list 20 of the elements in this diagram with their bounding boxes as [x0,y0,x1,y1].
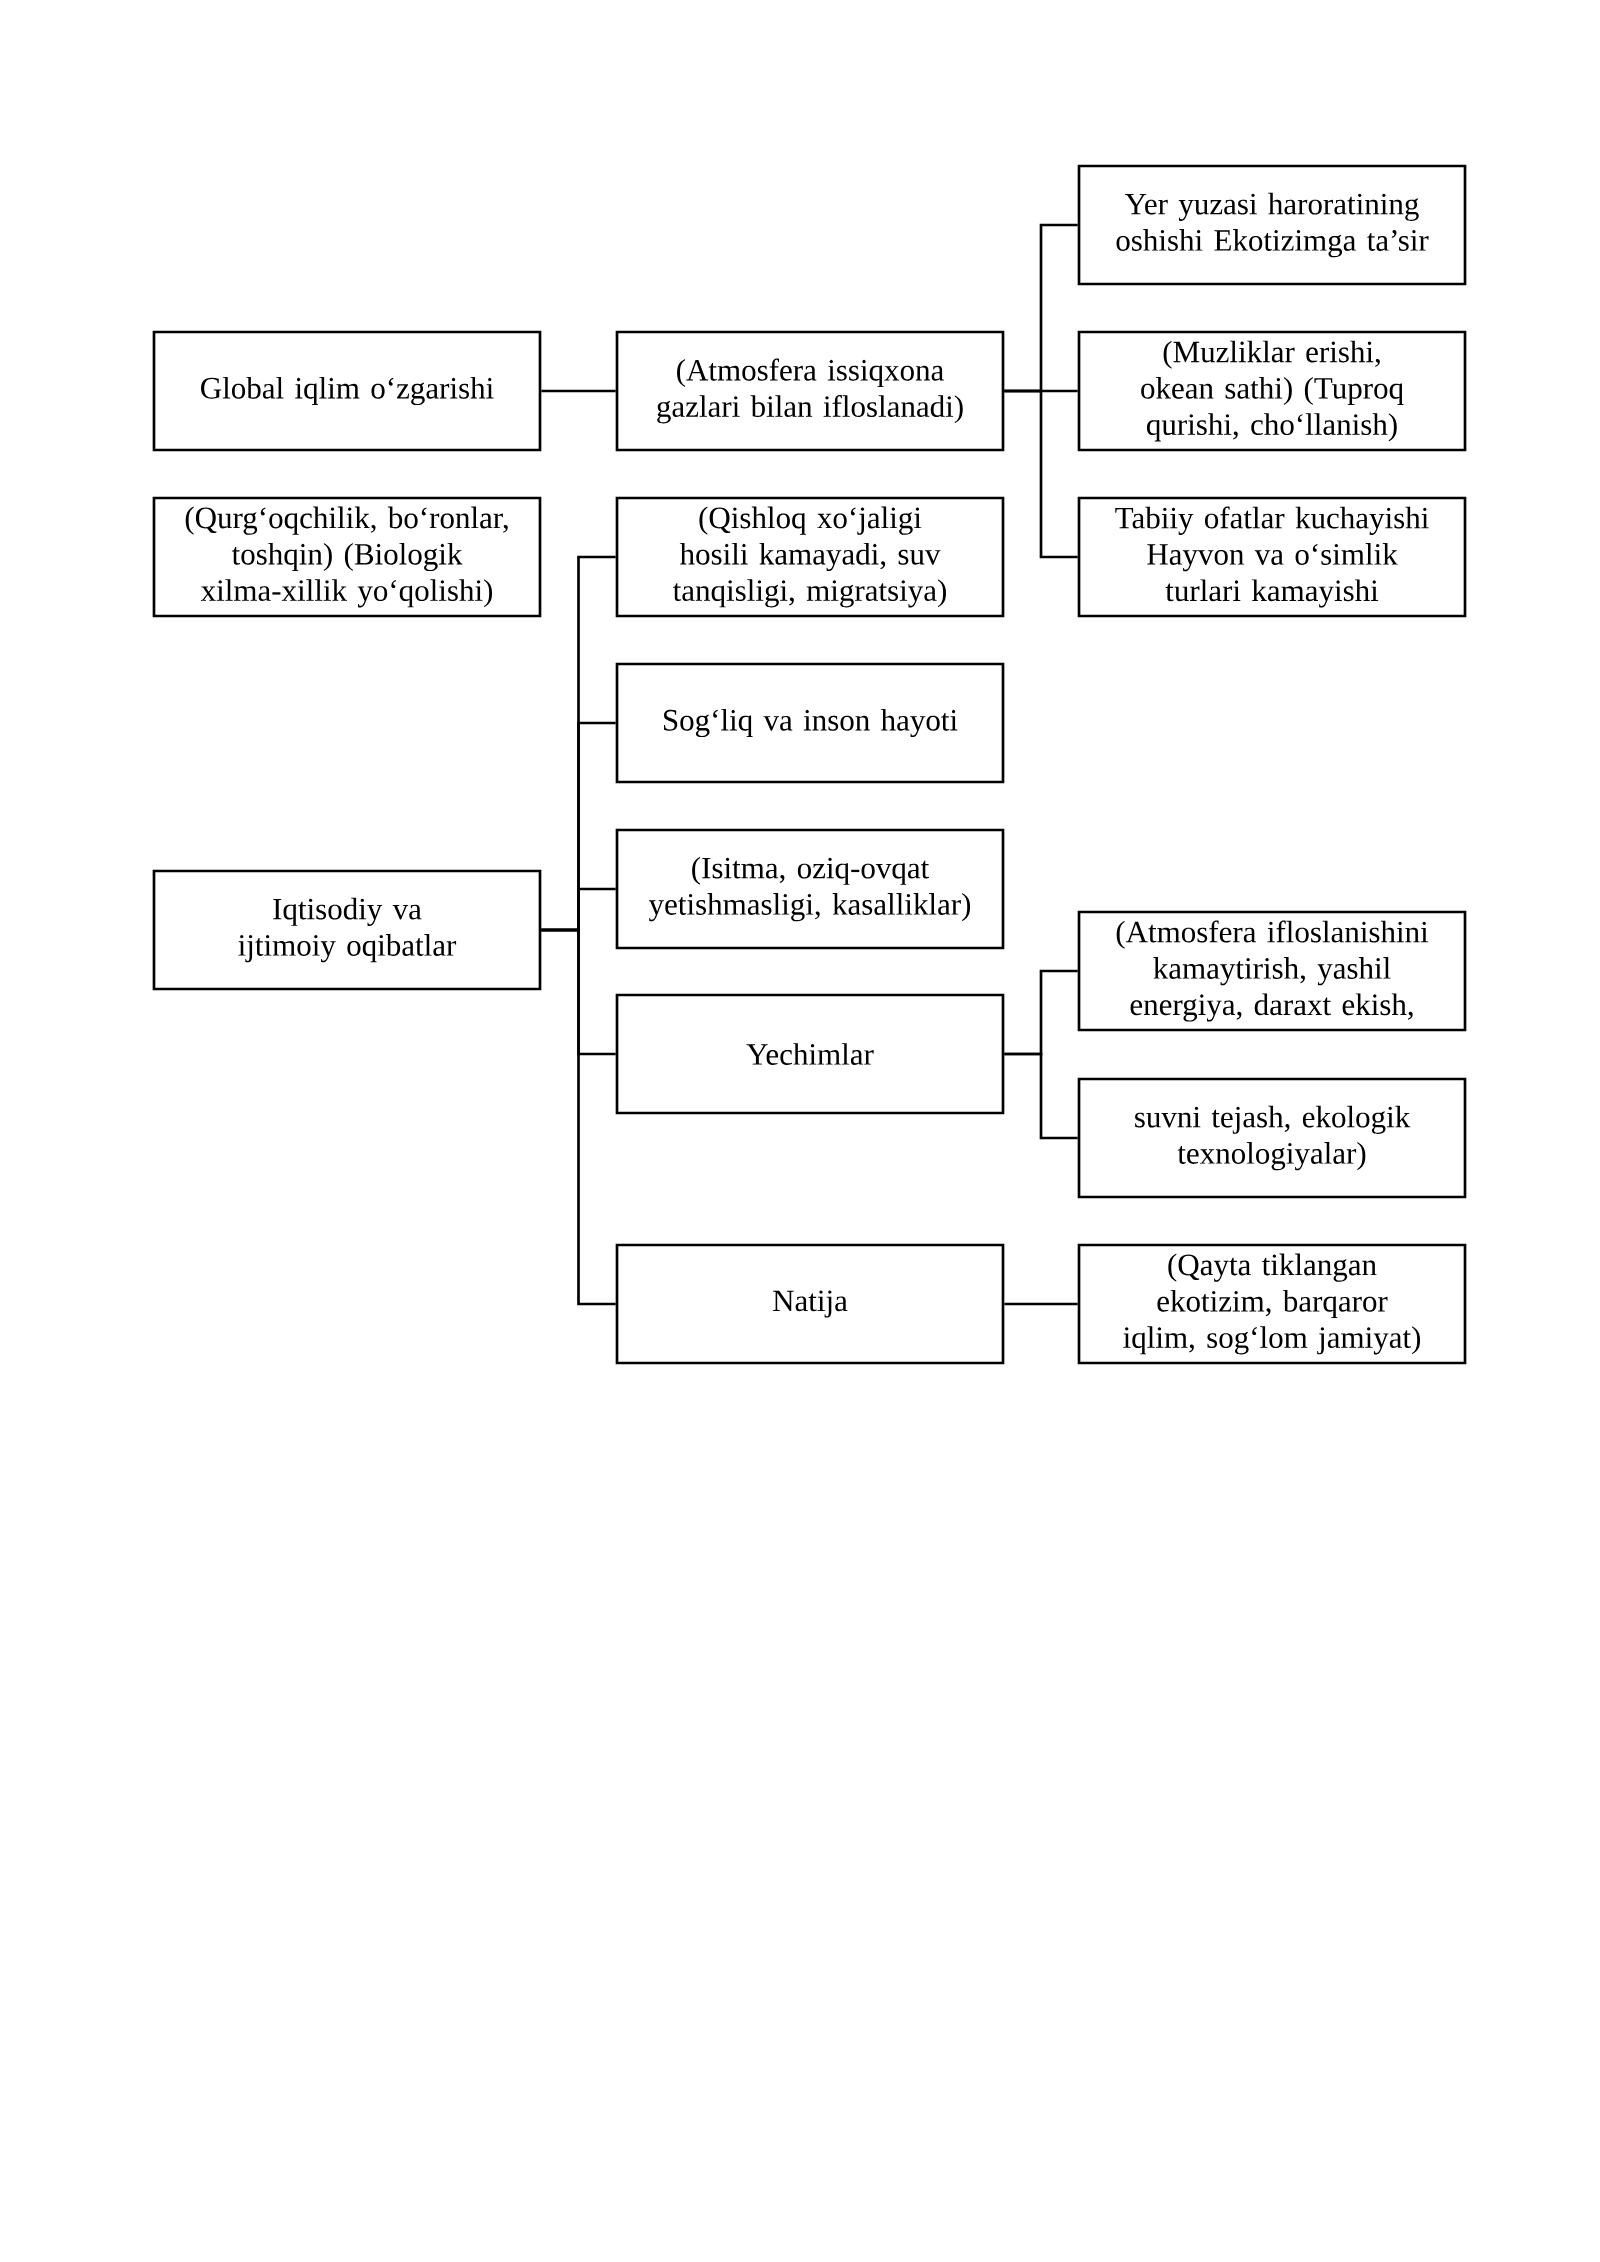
text-box: (Muzliklar erishi, okean sathi) (Tuproq qurishi, cho‘llanish) [1077,330,1467,452]
text-box: Yer yuzasi haroratining oshishi Ekotizimga ta’sir [1077,164,1467,286]
text-box: (Qurg‘oqchilik, bo‘ronlar, toshqin) (Biologik xilma-xillik yo‘qolishi) [152,496,542,618]
text-box: Iqtisodiy va ijtimoiy oqibatlar [152,869,542,991]
text-box: (Isitma, oziq-ovqat yetishmasligi, kasalliklar) [615,828,1005,950]
connector-line [541,928,616,1306]
text-box: (Atmosfera issiqxona gazlari bilan ifloslanadi) [615,330,1005,452]
text-box: Natija [615,1243,1005,1365]
text-box: Global iqlim o‘zgarishi [152,330,542,452]
text-box: (Qayta tiklangan ekotizim, barqaror iqlim, sog‘lom jamiyat) [1077,1243,1467,1365]
connector-line [1004,389,1078,559]
text-box: (Atmosfera ifloslanishini kamaytirish, yashil energiya, daraxt ekish, [1077,910,1467,1032]
text-box: suvni tejash, ekologik texnologiyalar) [1077,1077,1467,1199]
text-box: Sog‘liq va inson hayoti [615,662,1005,784]
connector-line [1004,1052,1078,1140]
connector-line [541,389,616,393]
text-box: (Qishloq xo‘jaligi hosili kamayadi, suv tanqisligi, migratsiya) [615,496,1005,618]
connector-line [1004,1302,1078,1306]
text-box: Tabiiy ofatlar kuchayishi Hayvon va o‘simlik turlari kamayishi [1077,496,1467,618]
text-box: Yechimlar [615,993,1005,1115]
